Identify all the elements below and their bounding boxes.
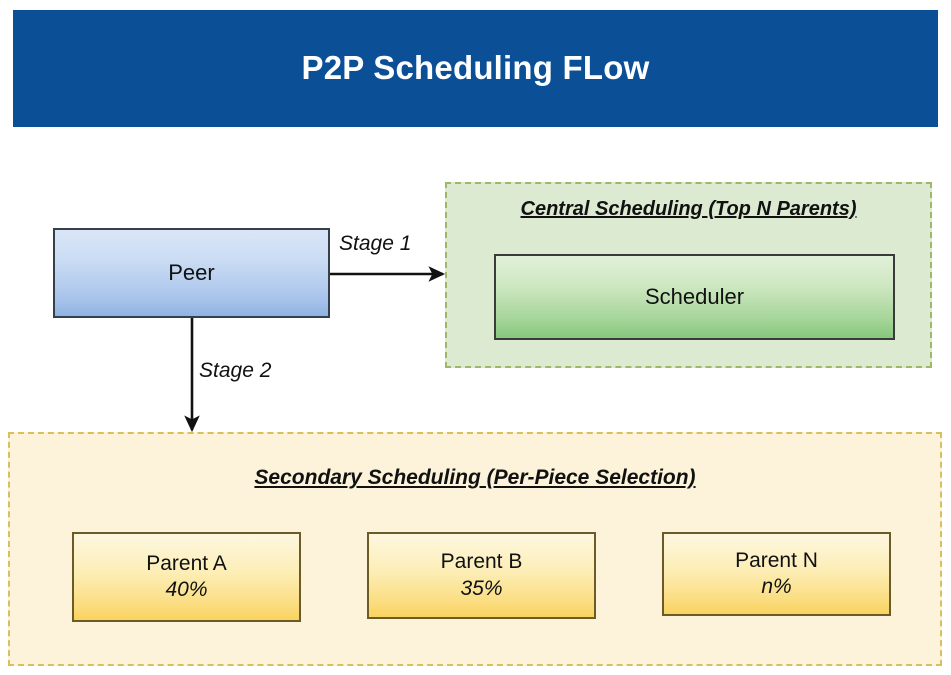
node-parent-n-percent: n% [761,575,792,598]
node-parent-b-percent: 35% [460,576,503,600]
node-parent-a-percent: 40% [165,578,208,601]
group-central-scheduling-title: Central Scheduling (Top N Parents) [520,198,857,220]
node-scheduler-label: Scheduler [644,284,745,309]
node-scheduler: Scheduler [494,254,895,340]
node-parent-b-label: Parent B [440,550,523,574]
edge-label-stage-2: Stage 2 [199,359,272,382]
title-banner: P2P Scheduling FLow [13,10,938,127]
node-parent-n-label: Parent N [735,548,818,572]
node-parent-a-label: Parent A [146,551,227,575]
group-secondary-scheduling: Secondary Scheduling (Per-Piece Selectio… [8,432,942,666]
edge-label-stage-1: Stage 1 [339,232,412,255]
node-peer: Peer [53,228,330,318]
node-parent-n: Parent N n% [662,532,891,616]
page-title: P2P Scheduling FLow [301,49,650,87]
group-central-scheduling: Central Scheduling (Top N Parents) Sched… [445,182,932,368]
node-peer-label: Peer [168,260,215,285]
group-secondary-scheduling-title: Secondary Scheduling (Per-Piece Selectio… [254,466,696,489]
node-parent-a: Parent A 40% [72,532,301,622]
node-parent-b: Parent B 35% [367,532,596,619]
